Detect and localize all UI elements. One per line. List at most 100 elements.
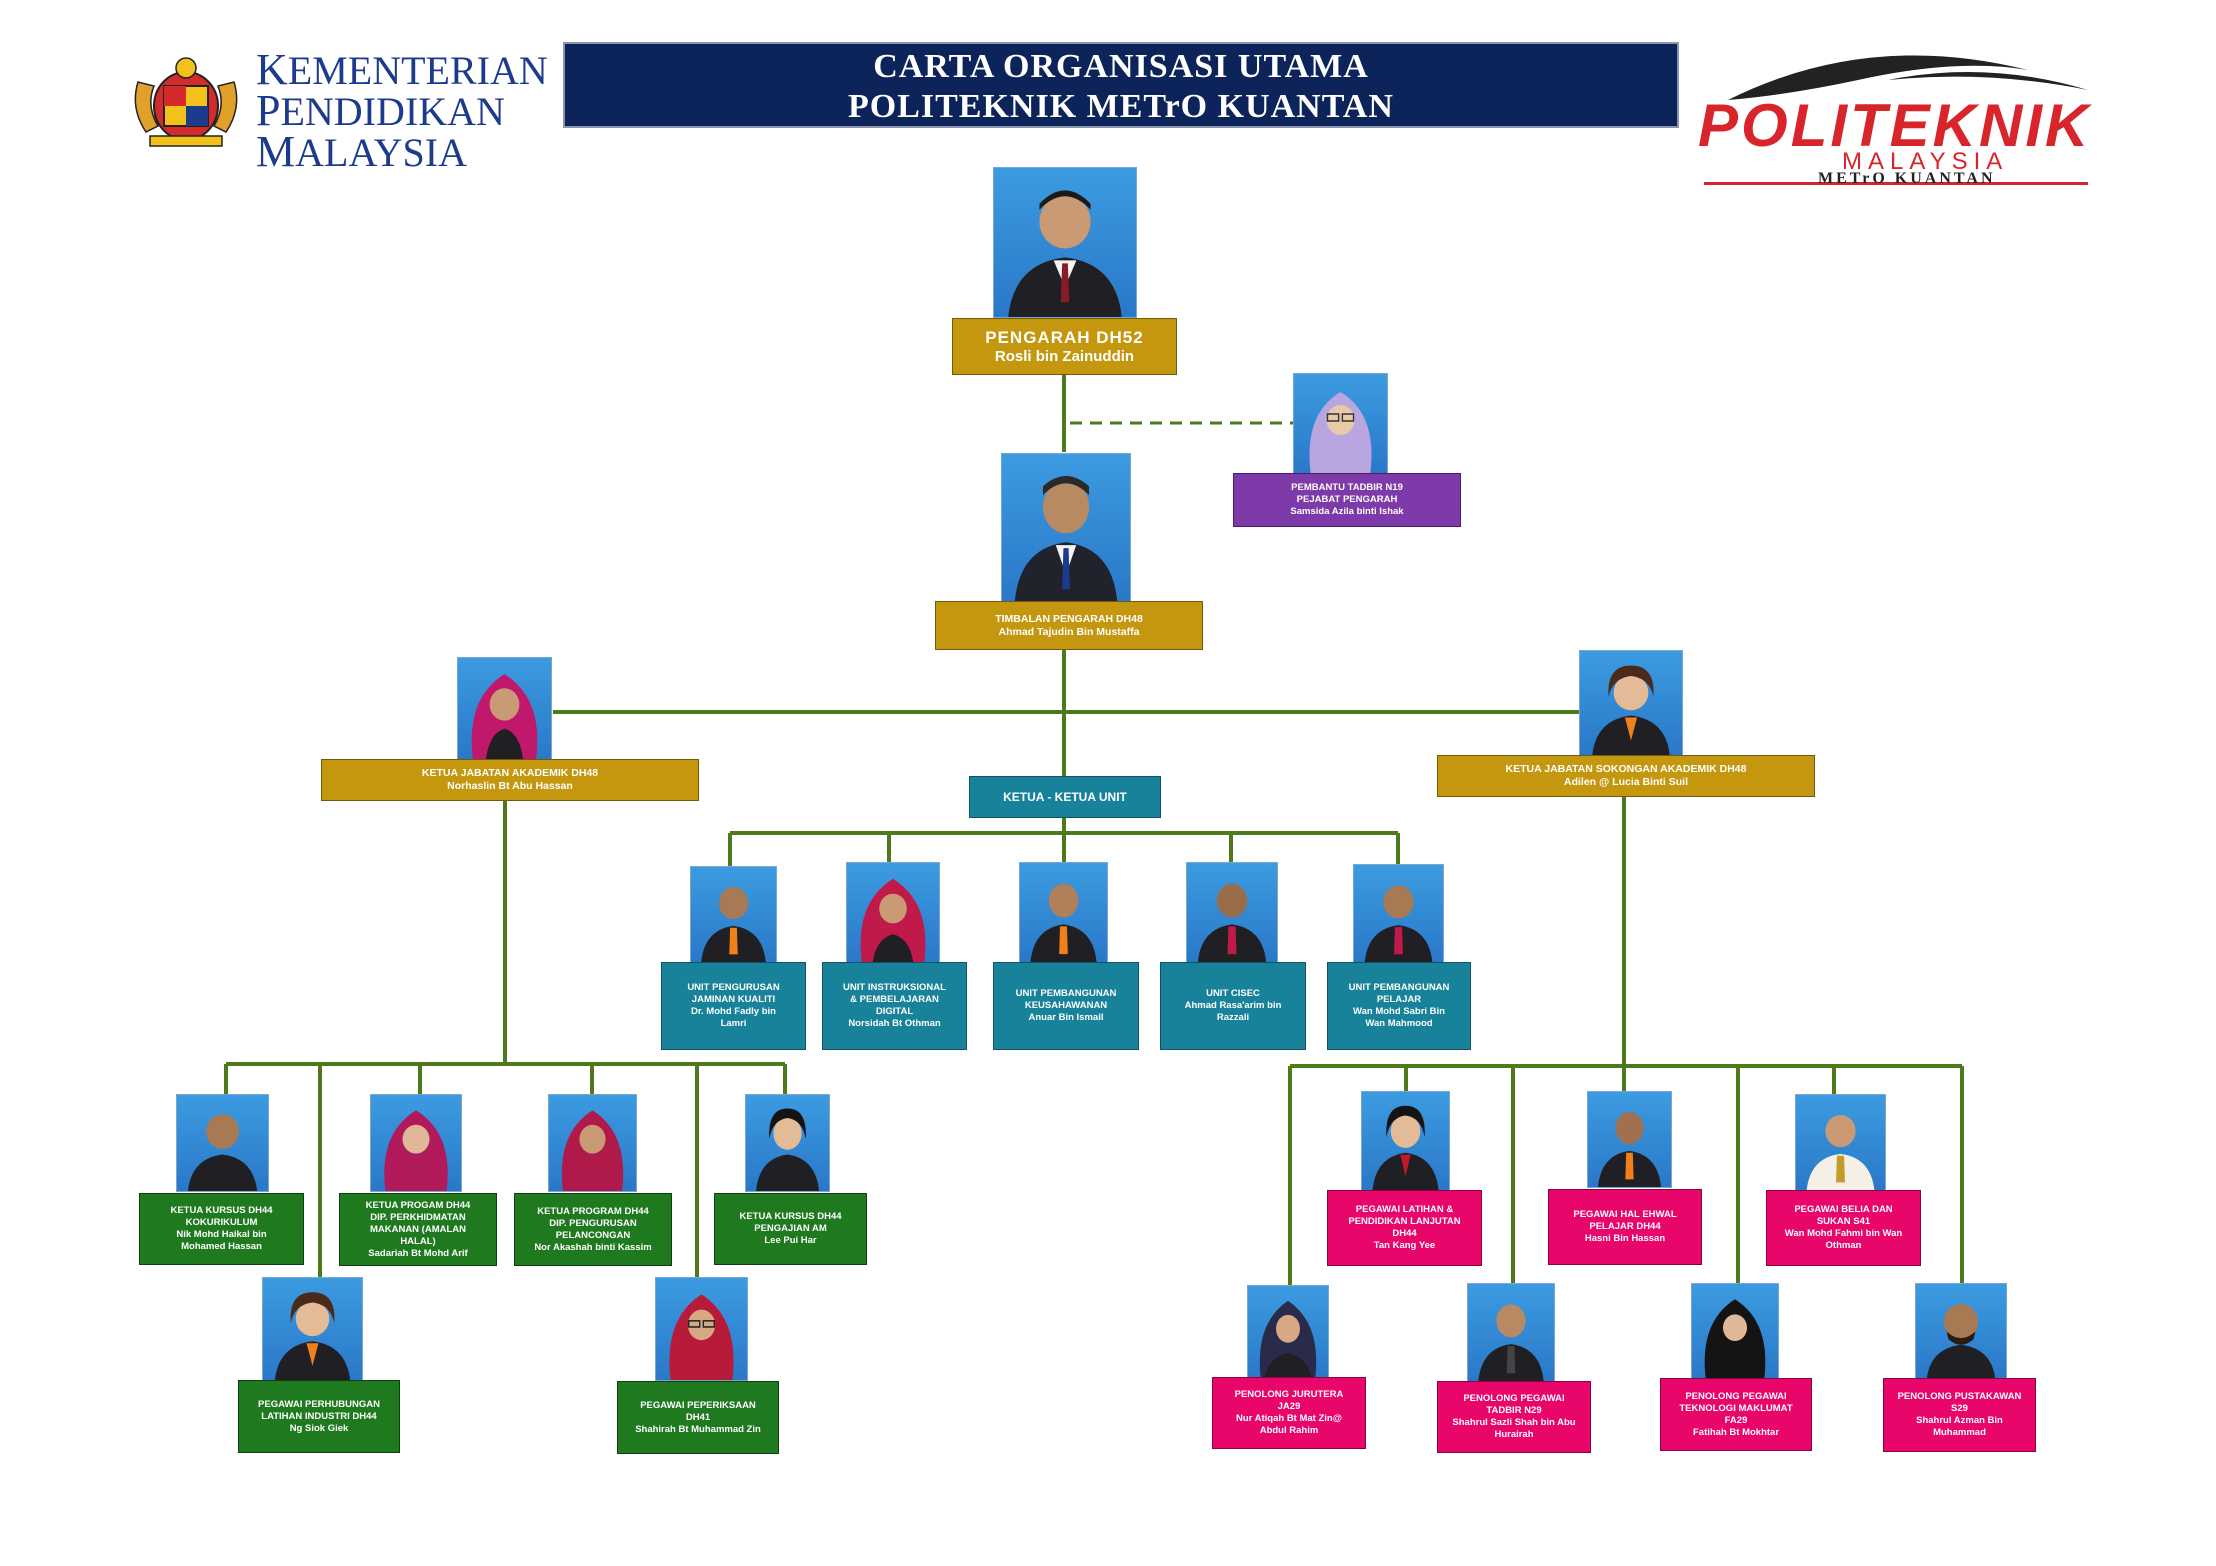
unit-4-photo (1186, 862, 1278, 963)
akademik-4-box[interactable]: KETUA KURSUS DH44 PENGAJIAN AM Lee Pui H… (714, 1193, 867, 1265)
akademik-6-line-1: PEGAWAI PEPERIKSAAN (640, 1399, 756, 1411)
unit-1-line-2: JAMINAN KUALITI (691, 994, 776, 1005)
unit-3-line-1: UNIT PEMBANGUNAN (1015, 988, 1117, 999)
ketua-akademik-role: KETUA JABATAN AKADEMIK DH48 (421, 767, 599, 779)
ketua-akademik-photo (457, 657, 552, 760)
unit-3-line-2: KEUSAHAWANAN (1024, 1000, 1108, 1011)
sokongan-7-photo (1915, 1283, 2007, 1380)
sokongan-6-line-3: FA29 (1724, 1414, 1748, 1426)
sokongan-4-box[interactable]: PENOLONG JURUTERA JA29 Nur Atiqah Bt Mat… (1212, 1377, 1366, 1449)
sokongan-4-line-3: Nur Atiqah Bt Mat Zin@ (1235, 1413, 1342, 1424)
unit-5-line-1: UNIT PEMBANGUNAN (1348, 982, 1450, 993)
unit-2-line-4: Norsidah Bt Othman (848, 1018, 941, 1029)
sokongan-7-line-4: Muhammad (1933, 1427, 1986, 1438)
akademik-5-line-2: LATIHAN INDUSTRI DH44 (261, 1410, 377, 1422)
akademik-5-box[interactable]: PEGAWAI PERHUBUNGAN LATIHAN INDUSTRI DH4… (238, 1380, 400, 1453)
sokongan-6-box[interactable]: PENOLONG PEGAWAI TEKNOLOGI MAKLUMAT FA29… (1660, 1378, 1812, 1451)
akademik-1-box[interactable]: KETUA KURSUS DH44 KOKURIKULUM Nik Mohd H… (139, 1193, 304, 1265)
sokongan-7-line-2: S29 (1951, 1403, 1968, 1414)
ketua-akademik-box[interactable]: KETUA JABATAN AKADEMIK DH48 Norhaslin Bt… (321, 759, 699, 801)
ketua-unit-box[interactable]: KETUA - KETUA UNIT (969, 776, 1161, 818)
sokongan-4-photo (1247, 1285, 1329, 1380)
pembantu-photo (1293, 373, 1388, 475)
sokongan-1-photo (1361, 1091, 1450, 1191)
sokongan-2-box[interactable]: PEGAWAI HAL EHWAL PELAJAR DH44 Hasni Bin… (1548, 1189, 1702, 1265)
akademik-2-photo (370, 1094, 462, 1192)
akademik-2-line-5: Sadariah Bt Mohd Arif (368, 1247, 468, 1259)
unit-4-line-2: Ahmad Rasa'arim bin (1184, 1000, 1282, 1011)
akademik-4-line-2: PENGAJIAN AM (754, 1223, 827, 1234)
unit-3-photo (1019, 862, 1108, 963)
unit-2-photo (846, 862, 940, 963)
ketua-akademik-name: Norhaslin Bt Abu Hassan (447, 780, 573, 792)
unit-1-box[interactable]: UNIT PENGURUSAN JAMINAN KUALITI Dr. Mohd… (661, 962, 806, 1050)
sokongan-7-line-1: PENOLONG PUSTAKAWAN (1897, 1391, 2022, 1402)
akademik-3-photo (548, 1094, 637, 1192)
unit-2-box[interactable]: UNIT INSTRUKSIONAL & PEMBELAJARAN DIGITA… (822, 962, 967, 1050)
ketua-unit-label: KETUA - KETUA UNIT (1003, 790, 1127, 804)
sokongan-4-line-1: PENOLONG JURUTERA (1234, 1389, 1344, 1400)
sokongan-6-line-1: PENOLONG PEGAWAI (1685, 1390, 1787, 1402)
sokongan-1-line-2: PENDIDIKAN LANJUTAN (1348, 1216, 1461, 1227)
akademik-6-photo (655, 1277, 748, 1381)
akademik-1-photo (176, 1094, 269, 1192)
unit-2-line-2: & PEMBELAJARAN (850, 994, 939, 1005)
unit-3-line-3: Anuar Bin Ismail (1028, 1012, 1104, 1023)
sokongan-4-line-4: Abdul Rahim (1259, 1425, 1319, 1436)
unit-1-line-4: Lamri (720, 1018, 747, 1029)
title-line-2: POLITEKNIK METrO KUANTAN (848, 88, 1394, 125)
akademik-4-line-3: Lee Pui Har (764, 1235, 817, 1246)
pembantu-role: PEMBANTU TADBIR N19 (1291, 482, 1403, 493)
akademik-2-line-4: HALAL) (400, 1235, 436, 1247)
unit-4-box[interactable]: UNIT CISEC Ahmad Rasa'arim bin Razzali (1160, 962, 1306, 1050)
ketua-sokongan-box[interactable]: KETUA JABATAN SOKONGAN AKADEMIK DH48 Adi… (1437, 755, 1815, 797)
pengarah-box[interactable]: PENGARAH DH52 Rosli bin Zainuddin (952, 318, 1177, 375)
unit-5-line-3: Wan Mohd Sabri Bin (1352, 1006, 1445, 1017)
sokongan-3-line-2: SUKAN S41 (1816, 1216, 1871, 1227)
sokongan-2-line-3: Hasni Bin Hassan (1584, 1233, 1666, 1244)
sokongan-1-line-3: DH44 (1392, 1228, 1417, 1239)
sokongan-1-line-1: PEGAWAI LATIHAN & (1355, 1204, 1454, 1215)
sokongan-3-photo (1795, 1094, 1886, 1191)
unit-1-line-1: UNIT PENGURUSAN (687, 982, 780, 993)
akademik-3-line-2: DIP. PENGURUSAN (549, 1217, 637, 1229)
pengarah-role: PENGARAH DH52 (985, 328, 1144, 347)
politeknik-swoosh-icon (1704, 55, 2088, 185)
sokongan-5-line-3: Shahrul Sazli Shah bin Abu (1452, 1417, 1576, 1428)
sokongan-3-box[interactable]: PEGAWAI BELIA DAN SUKAN S41 Wan Mohd Fah… (1766, 1190, 1921, 1266)
sokongan-5-line-1: PENOLONG PEGAWAI (1463, 1393, 1565, 1404)
sokongan-3-line-3: Wan Mohd Fahmi bin Wan (1784, 1228, 1903, 1239)
akademik-5-line-1: PEGAWAI PERHUBUNGAN (258, 1398, 380, 1410)
sokongan-6-photo (1691, 1283, 1779, 1380)
sokongan-5-box[interactable]: PENOLONG PEGAWAI TADBIR N29 Shahrul Sazl… (1437, 1381, 1591, 1453)
akademik-3-line-4: Nor Akashah binti Kassim (534, 1241, 652, 1253)
akademik-2-line-2: DIP. PERKHIDMATAN (370, 1211, 466, 1223)
unit-5-box[interactable]: UNIT PEMBANGUNAN PELAJAR Wan Mohd Sabri … (1327, 962, 1471, 1050)
sokongan-3-line-1: PEGAWAI BELIA DAN (1794, 1204, 1893, 1215)
timbalan-photo (1001, 453, 1131, 602)
timbalan-name: Ahmad Tajudin Bin Mustaffa (998, 625, 1140, 638)
sokongan-7-box[interactable]: PENOLONG PUSTAKAWAN S29 Shahrul Azman Bi… (1883, 1378, 2036, 1452)
akademik-3-box[interactable]: KETUA PROGRAM DH44 DIP. PENGURUSAN PELAN… (514, 1193, 672, 1266)
politeknik-logo-subtitle: MALAYSIA (1842, 148, 2009, 175)
unit-3-box[interactable]: UNIT PEMBANGUNAN KEUSAHAWANAN Anuar Bin … (993, 962, 1139, 1050)
sokongan-2-photo (1587, 1091, 1672, 1188)
akademik-3-line-1: KETUA PROGRAM DH44 (537, 1205, 649, 1217)
pembantu-box[interactable]: PEMBANTU TADBIR N19 PEJABAT PENGARAH Sam… (1233, 473, 1461, 527)
pembantu-office: PEJABAT PENGARAH (1296, 494, 1398, 505)
akademik-2-line-1: KETUA PROGAM DH44 (365, 1199, 471, 1211)
unit-1-line-3: Dr. Mohd Fadly bin (691, 1006, 776, 1017)
pengarah-photo (993, 167, 1137, 318)
sokongan-1-box[interactable]: PEGAWAI LATIHAN & PENDIDIKAN LANJUTAN DH… (1327, 1190, 1482, 1266)
akademik-2-box[interactable]: KETUA PROGAM DH44 DIP. PERKHIDMATAN MAKA… (339, 1193, 497, 1266)
sokongan-6-line-2: TEKNOLOGI MAKLUMAT (1679, 1402, 1793, 1414)
unit-2-line-1: UNIT INSTRUKSIONAL (843, 982, 946, 993)
sokongan-3-line-4: Othman (1825, 1240, 1862, 1251)
politeknik-campus-name: METrO KUANTAN (1818, 170, 1996, 187)
akademik-6-box[interactable]: PEGAWAI PEPERIKSAAN DH41 Shahirah Bt Muh… (617, 1381, 779, 1454)
ketua-sokongan-photo (1579, 650, 1683, 756)
timbalan-box[interactable]: TIMBALAN PENGARAH DH48 Ahmad Tajudin Bin… (935, 601, 1203, 650)
akademik-1-line-2: KOKURIKULUM (185, 1217, 258, 1228)
kpm-wordmark: KEMENTERIAN PENDIDIKAN MALAYSIA (256, 45, 548, 176)
sokongan-5-line-2: TADBIR N29 (1486, 1405, 1542, 1416)
